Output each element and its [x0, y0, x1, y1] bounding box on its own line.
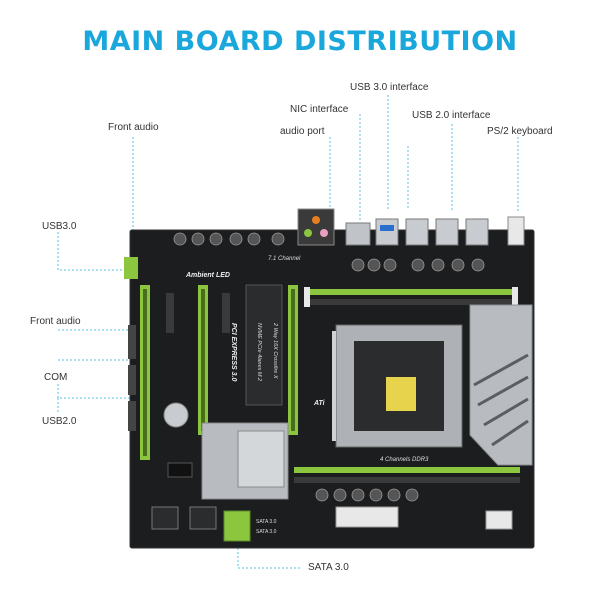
label-usb30-interface: USB 3.0 interface [350, 82, 429, 93]
debug-led-display [167, 462, 193, 478]
label-sata30: SATA 3.0 [308, 562, 349, 573]
silk-ambient-led: Ambient LED [185, 272, 230, 279]
label-nic-interface: NIC interface [290, 104, 349, 115]
page-title: MAIN BOARD DISTRIBUTION [82, 26, 518, 57]
silk-sata-b: SATA 3.0 [256, 529, 277, 535]
silk-ddr3: 4 Channels DDR3 [380, 457, 429, 463]
ps2-port [507, 216, 525, 246]
pcie-slot-3-core [291, 289, 295, 431]
sata30-port [223, 510, 251, 542]
audio-jack [312, 216, 320, 224]
cmos-battery [163, 402, 189, 428]
silk-channel: 7.1 Channel [268, 256, 301, 262]
cpu-socket-sticker [386, 377, 416, 411]
usb30-port [375, 218, 399, 246]
label-ps2-keyboard: PS/2 keyboard [487, 126, 553, 137]
silk-ati: ATi [313, 400, 326, 407]
vrm-heatsink [469, 304, 533, 466]
dimm-latch [512, 287, 518, 307]
usb20-port [435, 218, 459, 246]
heatsink-fins [473, 353, 529, 447]
dimm-slot-a2 [308, 299, 514, 305]
silk-pci-express: PCI EXPRESS 3.0 [230, 323, 237, 381]
com-header [128, 365, 136, 395]
usb20-port [405, 218, 429, 246]
pcie-slot-1-core [143, 289, 147, 456]
nic-port [345, 222, 371, 246]
audio-jack-stack [297, 208, 335, 246]
label-usb30-left: USB3.0 [42, 221, 77, 232]
m2-slot [245, 284, 283, 406]
pcie-slot-small-2 [222, 293, 230, 333]
usb20-port [465, 218, 489, 246]
dimm-latch [304, 287, 310, 307]
silk-crossfire: 2 Way 16X Crossfire X [272, 322, 278, 379]
label-usb20-interface: USB 2.0 interface [412, 110, 491, 121]
dimm-slot-a1 [308, 289, 514, 295]
label-front-audio-left: Front audio [30, 316, 81, 327]
label-com: COM [44, 372, 68, 383]
atx-24pin [335, 506, 399, 528]
silk-nvme: NVME PCIe 4lanes M.2 [256, 323, 262, 381]
label-usb20-left: USB2.0 [42, 416, 77, 427]
front-audio-header [128, 325, 136, 359]
silk-sata-a: SATA 3.0 [256, 519, 277, 525]
dimm-slot-b1 [294, 467, 520, 473]
usb30-header [124, 257, 138, 279]
pcie-slot-2-core [201, 289, 205, 431]
chipset-heatsink-plate [237, 430, 285, 488]
cpu-lever [332, 331, 336, 441]
eps-8pin [485, 510, 513, 530]
audio-jack [304, 229, 312, 237]
label-front-audio-top: Front audio [108, 122, 159, 133]
usb20-header [128, 401, 136, 431]
audio-jack [320, 229, 328, 237]
sata-block-left [151, 506, 179, 530]
capacitors [173, 232, 485, 502]
motherboard-illustration: 7.1 Channel Ambient LED PCI EXPRESS 3.0 … [124, 208, 535, 549]
usb30-port-inner [380, 225, 394, 231]
sata-block-mid [189, 506, 217, 530]
pcie-slot-small-1 [166, 293, 174, 333]
dimm-slot-b2 [294, 477, 520, 483]
label-audio-port: audio port [280, 126, 325, 137]
